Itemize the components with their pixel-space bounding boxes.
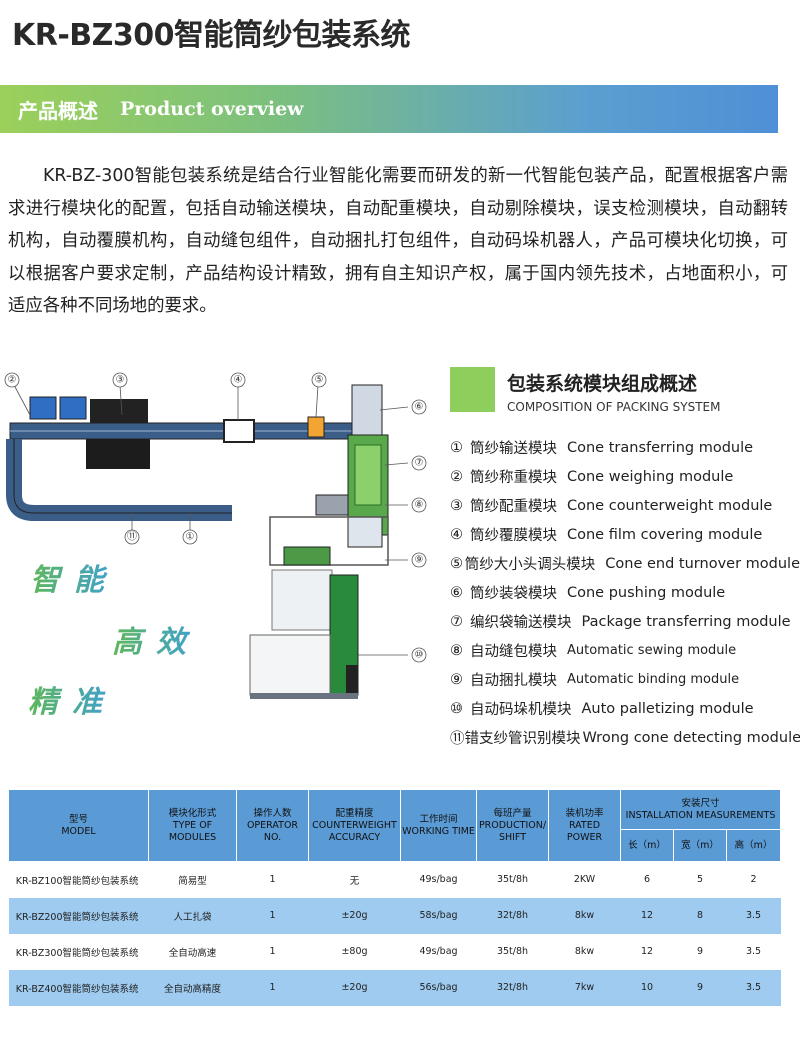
callout-circle (411, 399, 427, 415)
sewing-head (347, 516, 383, 548)
module-list-subtitle: COMPOSITION OF PACKING SYSTEM (507, 400, 721, 414)
overview-banner: 产品概述 Product overview (0, 85, 778, 133)
header-width: 宽（m） (673, 829, 727, 862)
callout-circle (411, 552, 427, 568)
binding-table (271, 569, 333, 631)
module-list-title: 包装系统模块组成概述 (507, 373, 698, 395)
slogan-smart: 智能 (30, 555, 118, 599)
counterweight-station (90, 399, 148, 423)
weighing-bin (29, 396, 57, 420)
callout-circle (411, 647, 427, 663)
overview-title-zh: 产品概述 (18, 98, 98, 123)
header-height: 高（m） (725, 829, 782, 862)
callout-circle (411, 497, 427, 513)
slogan-efficient: 高效 (112, 617, 200, 661)
callout-label: ⑦ (415, 458, 424, 469)
bagging-tower (351, 384, 383, 436)
callout-label: ② (8, 375, 17, 386)
film-covering-unit (223, 419, 255, 443)
palletizer-cell (249, 634, 331, 696)
overview-paragraph: KR-BZ-300智能包装系统是结合行业智能化需要而研发的新一代智能包装产品，配… (8, 166, 788, 316)
callout-label: ③ (116, 375, 125, 386)
layout-drawing: ② ③ ④ ⑤ ⑥ ⑦ ⑧ ⑨ ⑩ ⑪ ① (4, 372, 427, 699)
callout-circle (230, 372, 246, 388)
callout-label: ⑧ (415, 500, 424, 511)
binding-unit (283, 546, 331, 566)
system-layout-diagram: ② ③ ④ ⑤ ⑥ ⑦ ⑧ ⑨ ⑩ ⑪ ① 智能 高效 精准 (0, 365, 440, 720)
slogan-precise: 精准 (28, 677, 116, 721)
callout-label: ⑪ (127, 531, 137, 543)
callout-label: ④ (234, 375, 243, 386)
callout-label: ⑩ (415, 650, 424, 661)
callout-circle (112, 372, 128, 388)
weighing-bin (59, 396, 87, 420)
counterweight-base (86, 439, 150, 469)
header-length: 长（m） (620, 829, 674, 862)
overview-title-en: Product overview (120, 98, 304, 120)
callout-label: ⑤ (315, 375, 324, 386)
palletizer-rail (250, 693, 358, 699)
callout-circle (182, 529, 198, 545)
sewing-unit (315, 494, 349, 516)
callout-label: ⑥ (415, 402, 424, 413)
callout-circle (311, 372, 327, 388)
callout-circle (124, 529, 140, 545)
turnover-unit (307, 416, 325, 438)
callout-label: ① (186, 532, 195, 543)
callout-circle (411, 455, 427, 471)
green-square-icon (450, 367, 495, 412)
callout-label: ⑨ (415, 555, 424, 566)
callout-circle (4, 372, 20, 388)
page-title: KR-BZ300智能筒纱包装系统 (12, 18, 411, 53)
